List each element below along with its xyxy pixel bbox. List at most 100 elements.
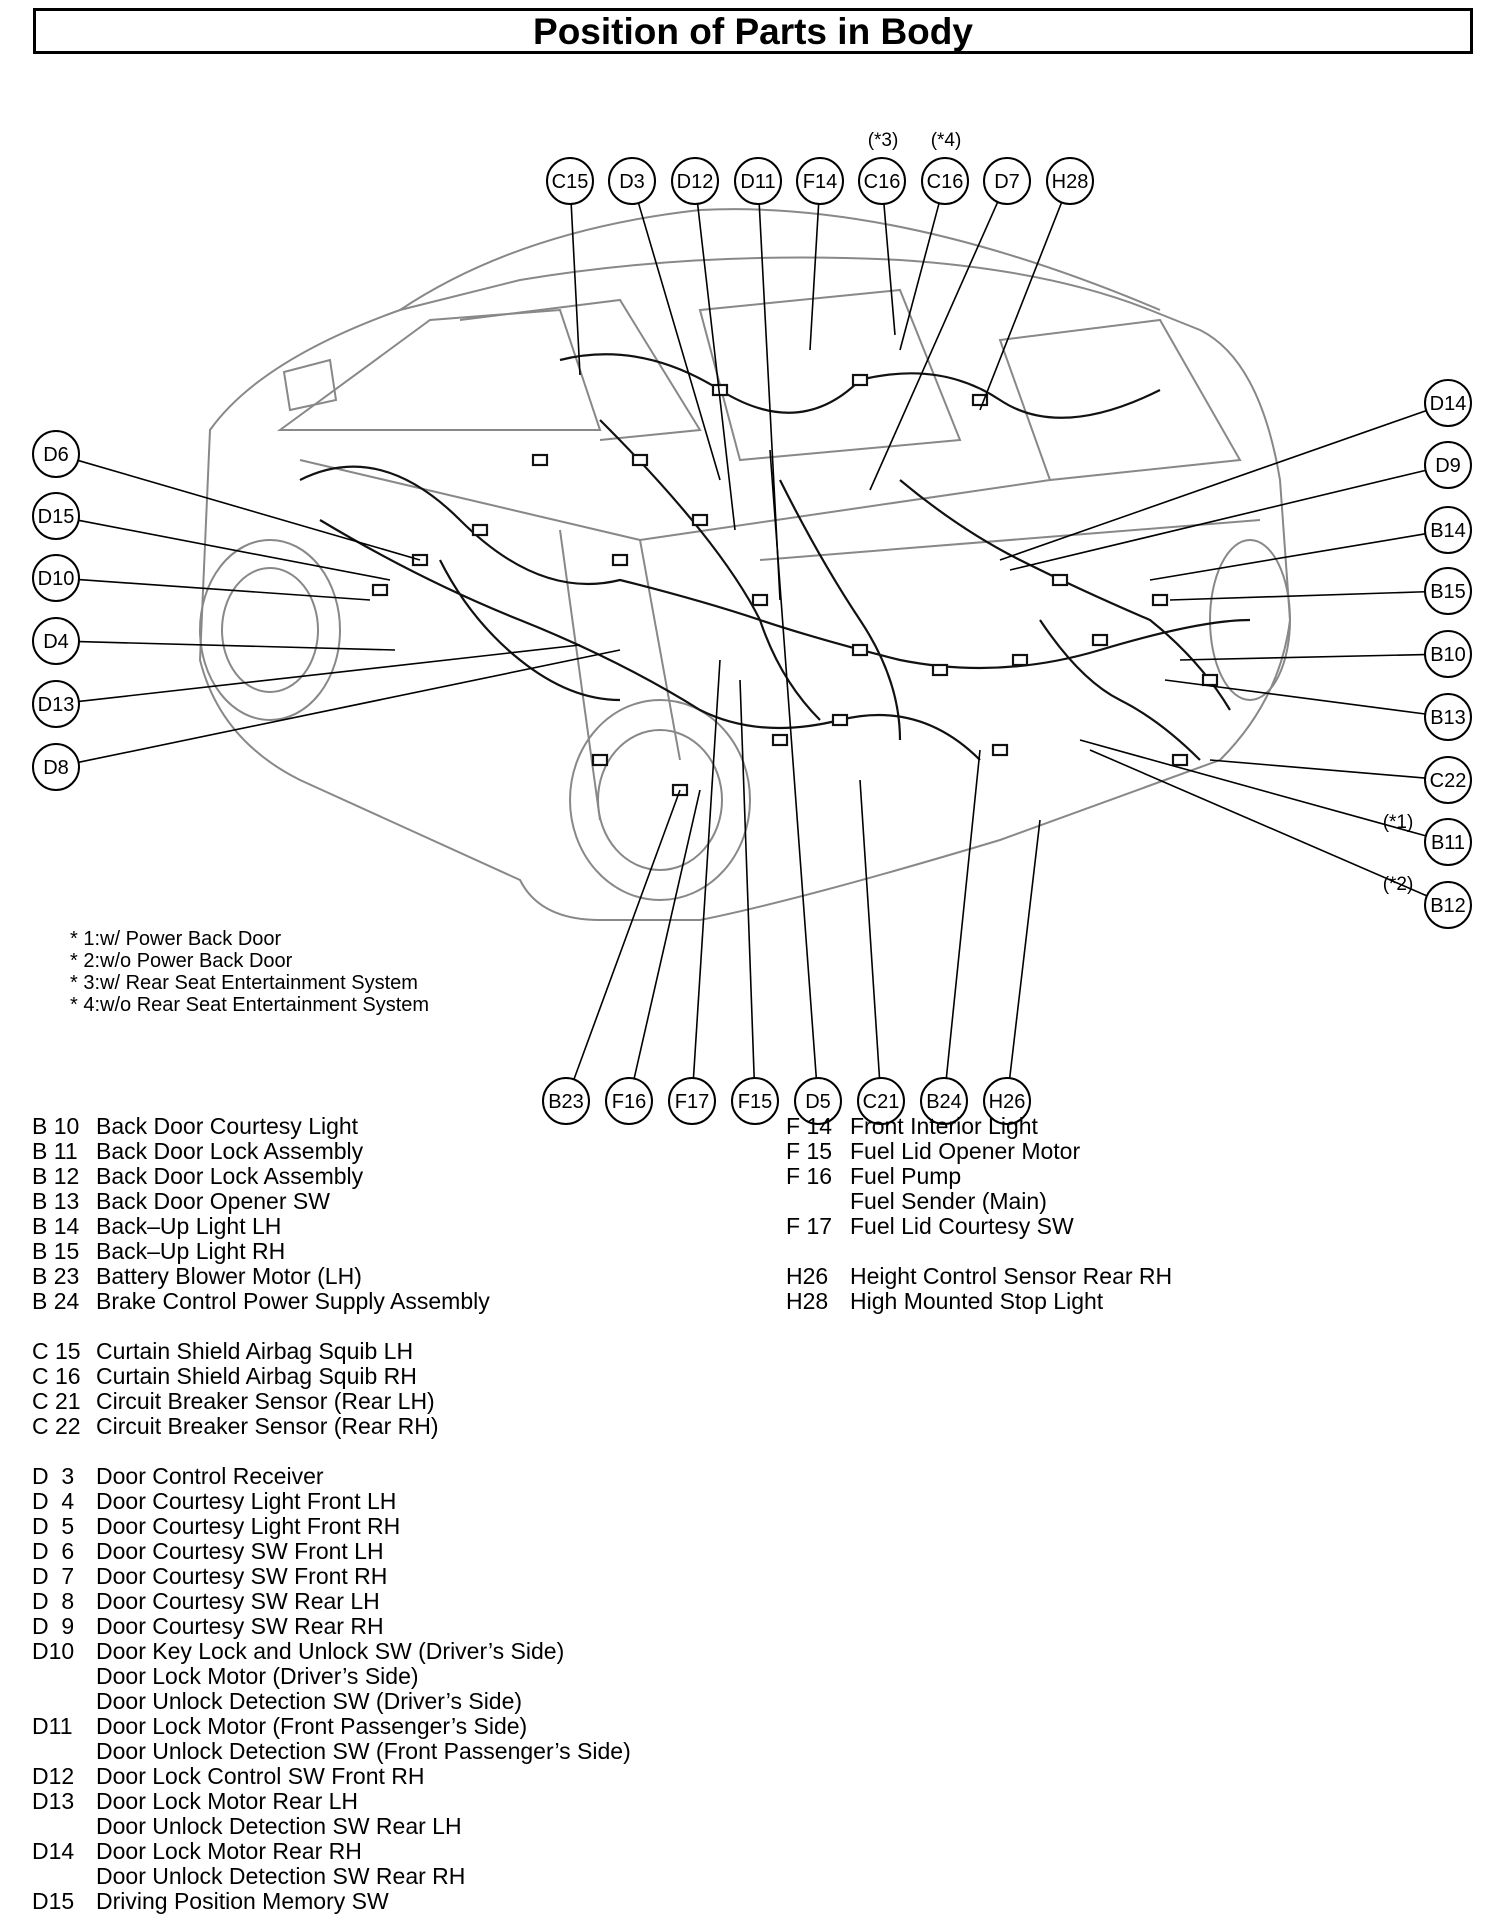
callout-circle	[1424, 379, 1472, 427]
legend-code: C 22	[32, 1413, 81, 1439]
callout-bubble: C16	[858, 157, 906, 205]
callout-label: B10	[1430, 644, 1466, 666]
callout-label: D4	[43, 631, 69, 653]
legend-name: Fuel Pump	[850, 1163, 962, 1189]
callout-circle	[1424, 756, 1472, 804]
legend-code: D10	[32, 1638, 75, 1664]
legend-name: Door Unlock Detection SW (Front Passenge…	[96, 1738, 631, 1764]
connector	[831, 713, 849, 727]
callout-bubble: F14	[796, 157, 844, 205]
callout-circle	[983, 157, 1031, 205]
leader-line	[739, 679, 755, 1079]
connector	[531, 453, 549, 467]
callout-bubble: D4	[32, 617, 80, 665]
legend-name: Door Unlock Detection SW (Driver’s Side)	[96, 1688, 523, 1714]
legend-name: Door Control Receiver	[96, 1463, 324, 1489]
callout-circle	[1424, 441, 1472, 489]
callout-circle	[734, 157, 782, 205]
connector	[851, 643, 869, 657]
callout-bubble: D11	[734, 157, 782, 205]
callout-circle	[796, 157, 844, 205]
harness-wire	[1039, 619, 1201, 761]
callout-bubble: D5	[794, 1077, 842, 1125]
callout-label: D8	[43, 757, 69, 779]
callout-label: F14	[803, 171, 837, 193]
page-title: Position of Parts in Body	[533, 11, 973, 52]
leader-line	[769, 449, 818, 1079]
legend-code: B 13	[32, 1188, 80, 1214]
callout-bubble: D14	[1424, 379, 1472, 427]
legend-row: F 16 Fuel Pump	[786, 1164, 1172, 1189]
callout-note: (*1)	[1383, 812, 1414, 833]
leader-line	[78, 644, 581, 703]
leader-line	[77, 459, 421, 561]
callout-bubble: D7	[983, 157, 1031, 205]
legend-code: D14	[32, 1838, 75, 1864]
legend-name: Brake Control Power Supply Assembly	[96, 1288, 490, 1314]
callout-bubble: B13	[1424, 693, 1472, 741]
callout-label: D14	[1430, 393, 1467, 415]
legend-row: Door Unlock Detection SW Rear RH	[32, 1864, 631, 1889]
callout-circle	[1424, 506, 1472, 554]
callout-circle	[32, 680, 80, 728]
legend-row: Door Lock Motor (Driver’s Side)	[32, 1664, 631, 1689]
legend-name: High Mounted Stop Light	[850, 1288, 1104, 1314]
callout-bubble: C22	[1424, 756, 1472, 804]
callout-circle	[32, 617, 80, 665]
connector	[1011, 653, 1029, 667]
callout-label: D10	[38, 568, 75, 590]
leader-line	[1008, 819, 1041, 1079]
leader-line	[573, 789, 681, 1080]
leader-line	[869, 201, 999, 491]
harness-wire	[779, 479, 902, 741]
harness-wire	[899, 479, 1231, 711]
callout-bubble: H28	[1046, 157, 1094, 205]
callout-label: D12	[677, 171, 714, 193]
leader-line	[570, 203, 581, 376]
callout-bubble: B12	[1424, 881, 1472, 929]
legend-name: Back–Up Light LH	[96, 1213, 282, 1239]
callout-label: C16	[927, 171, 964, 193]
connector	[851, 373, 869, 387]
leader-line	[1009, 469, 1426, 571]
callout-bubble: B11	[1424, 818, 1472, 866]
legend-spacer	[786, 1239, 1172, 1264]
legend-name: Door Lock Control SW Front RH	[96, 1763, 425, 1789]
legend-code: D11	[32, 1713, 73, 1739]
leader-line	[78, 519, 391, 581]
legend-code: B 23	[32, 1263, 80, 1289]
legend-code: D13	[32, 1788, 75, 1814]
leader-line	[78, 578, 371, 601]
callout-label: D6	[43, 444, 69, 466]
legend-code: H26	[786, 1263, 829, 1289]
leader-lines	[77, 201, 1428, 1080]
legend-code: C 21	[32, 1388, 81, 1414]
callout-label: F17	[675, 1091, 709, 1113]
legend-code: F 16	[786, 1163, 833, 1189]
callout-circle	[794, 1077, 842, 1125]
legend-code: H28	[786, 1288, 829, 1314]
legend-code: D 8	[32, 1588, 75, 1614]
leader-line	[78, 649, 621, 764]
callout-label: H26	[989, 1091, 1026, 1113]
leader-line	[78, 640, 396, 651]
legend-name: Door Courtesy SW Front RH	[96, 1563, 388, 1589]
callout-circle	[858, 157, 906, 205]
legend-code: D 3	[32, 1463, 75, 1489]
leader-line	[1209, 759, 1426, 779]
callout-label: B13	[1430, 707, 1466, 729]
legend-code: D 6	[32, 1538, 75, 1564]
legend-code	[32, 1664, 96, 1689]
callout-bubble: D10	[32, 554, 80, 602]
